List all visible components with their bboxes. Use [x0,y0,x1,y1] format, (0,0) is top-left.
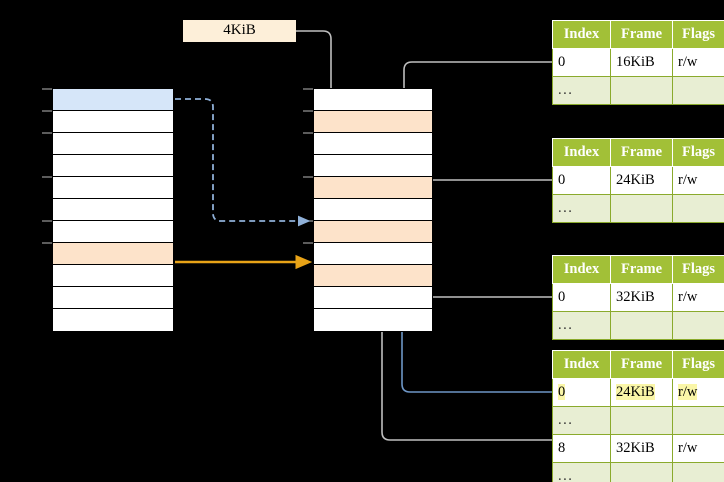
physical-frame-row-5 [314,199,432,221]
physical-frame-row-6 [314,221,432,243]
highlighted-value: r/w [678,384,698,400]
cell-frame: 16KiB [610,48,673,77]
cell-flags: r/w [672,166,724,195]
column-header-frame: Frame [610,350,673,379]
table-row: ... [552,406,724,435]
column-header-frame: Frame [610,255,673,284]
middle-column-ticks [303,88,313,244]
column-header-flags: Flags [672,20,724,49]
physical-frame-row-0 [314,89,432,111]
physical-frame-row-7 [314,243,432,265]
virtual-page-row-7 [53,243,173,265]
cell-index: 0 [552,283,611,312]
table-row: ... [552,194,724,223]
cell-index: ... [552,311,611,340]
virtual-to-physical-dashed-arrow [175,98,311,227]
highlighted-value: 24KiB [616,384,655,400]
cell-index: ... [552,406,611,435]
cell-frame [610,311,673,340]
cell-flags: r/w [672,283,724,312]
cell-flags [672,406,724,435]
cell-frame [610,406,673,435]
cell-flags: r/w [672,48,724,77]
cell-frame [610,194,673,223]
table-row: ... [552,76,724,105]
virtual-page-row-10 [53,309,173,331]
column-header-flags: Flags [672,255,724,284]
column-header-index: Index [552,350,611,379]
physical-address-space-column [313,88,433,332]
physical-frame-row-4 [314,177,432,199]
cell-index: 0 [552,378,611,407]
virtual-page-row-3 [53,155,173,177]
cell-frame: 32KiB [610,283,673,312]
cell-index: 8 [552,434,611,463]
pt3-connector [417,265,553,298]
physical-frame-row-10 [314,309,432,331]
physical-frame-row-3 [314,155,432,177]
column-header-flags: Flags [672,350,724,379]
cell-frame [610,76,673,105]
column-header-frame: Frame [610,20,673,49]
physical-frame-row-8 [314,265,432,287]
table-row: 0 24KiB r/w [552,378,724,407]
cell-flags [672,311,724,340]
cell-index: ... [552,76,611,105]
cell-flags: r/w [672,378,724,407]
virtual-page-row-5 [53,199,173,221]
virtual-page-row-8 [53,265,173,287]
cell-frame [610,462,673,482]
virtual-address-space-column [52,88,174,332]
table-row: ... [552,462,724,482]
cell-frame: 24KiB [610,166,673,195]
cell-frame: 24KiB [610,378,673,407]
virtual-page-row-4 [53,177,173,199]
cell-flags [672,462,724,482]
physical-frame-row-2 [314,133,432,155]
cell-index: ... [552,462,611,482]
virtual-page-row-9 [53,287,173,309]
cell-index: 0 [552,166,611,195]
cell-index: 0 [552,48,611,77]
column-header-index: Index [552,20,611,49]
cell-flags: r/w [672,434,724,463]
cell-frame: 32KiB [610,434,673,463]
column-header-index: Index [552,255,611,284]
highlighted-value: 0 [558,384,566,400]
physical-frame-row-9 [314,287,432,309]
cell-index: ... [552,194,611,223]
virtual-page-row-0 [53,89,173,111]
virtual-page-row-6 [53,221,173,243]
cell-flags [672,194,724,223]
column-header-frame: Frame [610,138,673,167]
column-header-flags: Flags [672,138,724,167]
physical-frame-row-1 [314,111,432,133]
pt2-connector [417,179,553,211]
cell-flags [672,76,724,105]
virtual-page-row-2 [53,133,173,155]
virtual-page-row-1 [53,111,173,133]
column-header-index: Index [552,138,611,167]
page-size-label: 4KiB [183,20,296,42]
table-row: ... [552,311,724,340]
